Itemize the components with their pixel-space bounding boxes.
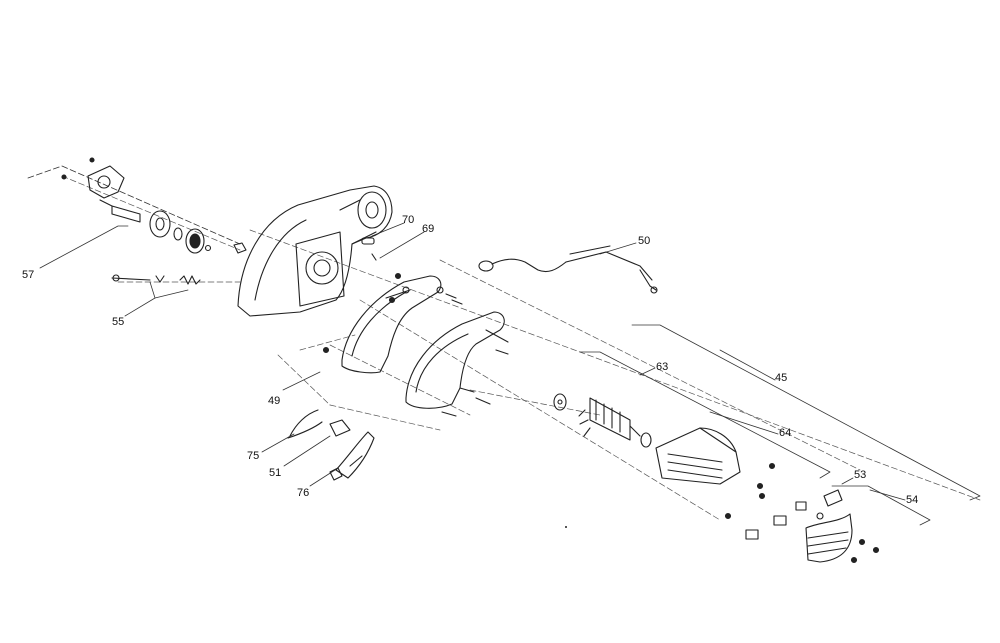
callout-45: 45 (775, 372, 788, 384)
callout-54: 54 (906, 494, 919, 506)
brush-holder (816, 489, 843, 520)
armature (553, 393, 652, 448)
callout-75: 75 (247, 450, 260, 462)
assembly-axis-lines (61, 175, 981, 521)
spindle-assembly (61, 157, 247, 285)
small-parts (287, 409, 375, 481)
callout-64: 64 (779, 427, 792, 439)
callout-70: 70 (402, 214, 415, 226)
callout-69: 69 (422, 223, 435, 235)
callout-50: 50 (638, 235, 651, 247)
stray-dot (565, 526, 567, 528)
end-cap (805, 513, 880, 564)
motor-housing (655, 427, 807, 540)
callout-51: 51 (269, 467, 282, 479)
callout-63: 63 (656, 361, 669, 373)
callout-53: 53 (854, 469, 867, 481)
handle-inner-half (322, 272, 463, 374)
callout-57: 57 (22, 269, 35, 281)
blade-guard-housing (237, 185, 393, 317)
power-cord (478, 245, 658, 294)
callout-55: 55 (112, 316, 125, 328)
callout-76: 76 (297, 487, 310, 499)
callout-49: 49 (268, 395, 281, 407)
leader-lines (27, 165, 981, 526)
handle-outer-half (405, 311, 509, 417)
